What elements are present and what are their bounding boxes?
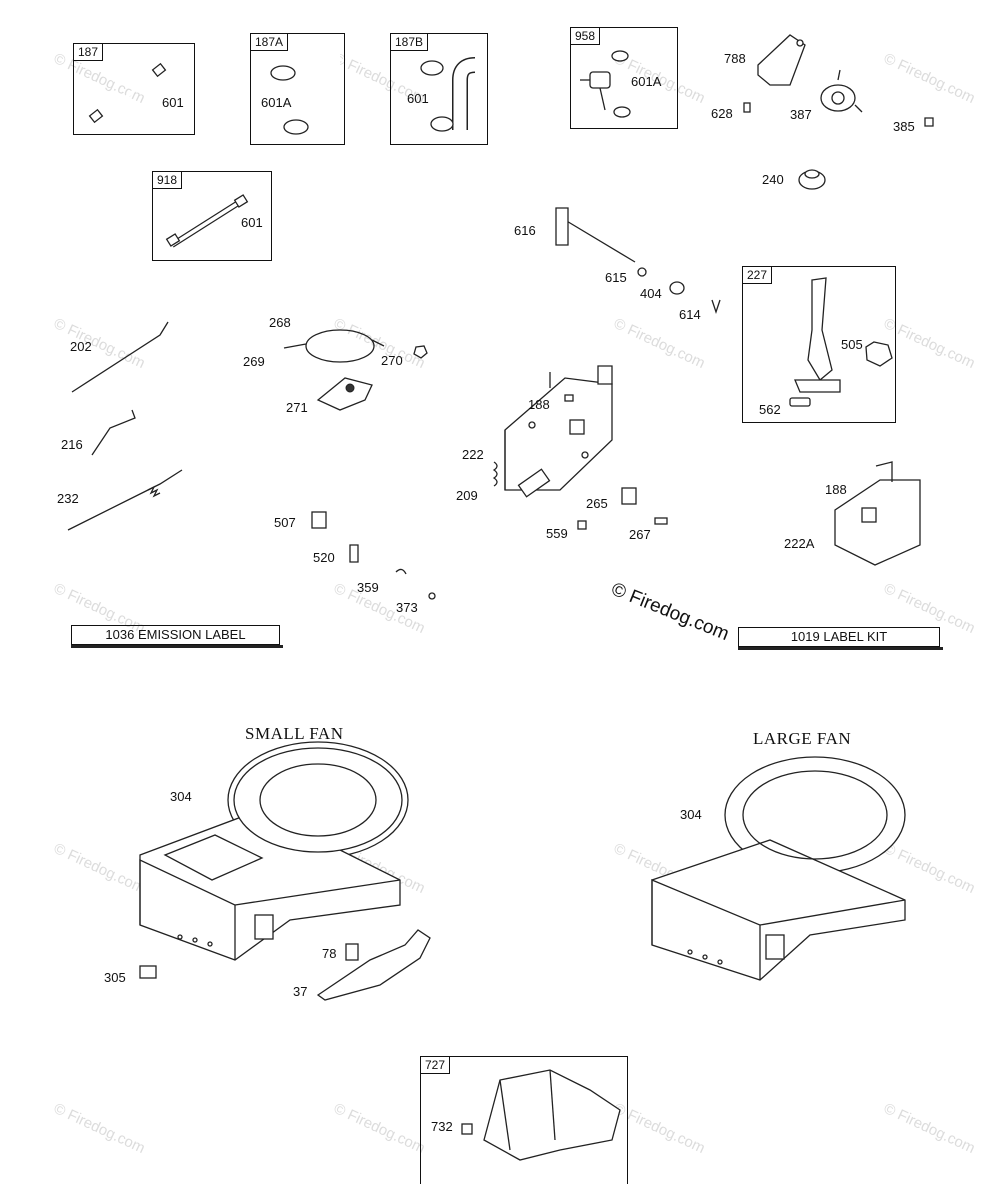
part-label: 616 [514,223,536,238]
part-label: 505 [841,337,863,352]
part-label: 269 [243,354,265,369]
emission-label-banner: 1036 EMISSION LABEL [71,625,283,648]
kit-box-187b: 187B 601 [390,33,488,145]
screw-305 [139,965,157,979]
part-label: 268 [269,315,291,330]
kit-box-918: 918 601 [152,171,272,261]
block-265 [621,487,637,505]
part-label: 559 [546,526,568,541]
bracket-788 [757,34,806,86]
washer-615 [637,267,647,277]
screw-267 [654,517,668,525]
blower-housing-small [139,741,409,961]
part-label: 188 [528,397,550,412]
kit-tag: 227 [743,267,773,284]
kit-tag: 187A [251,34,289,51]
small-fan-heading: SMALL FAN [245,724,344,743]
kit-tag: 187B [391,34,429,51]
part-label: 387 [790,107,812,122]
part-label: 520 [313,550,335,565]
spring-209 [492,461,498,487]
kit-tag: 958 [571,28,601,45]
link-202 [71,321,169,393]
air-guide-727 [461,1069,621,1161]
part-label: 601A [631,74,662,89]
fuel-elbow-187b [420,57,476,132]
bracket-271 [316,377,373,411]
part-label: 601A [261,95,292,110]
part-label: 78 [322,946,337,961]
fuel-elbow-187a [270,53,341,135]
part-label: 267 [629,527,651,542]
part-label: 270 [381,353,403,368]
screw-385 [924,117,934,127]
clip-614 [711,299,721,315]
screw-559 [577,520,587,530]
part-label: 188 [825,482,847,497]
screw-628 [743,102,751,113]
kit-box-227: 227 505 562 [742,266,896,423]
part-label: 209 [456,488,478,503]
part-label: 614 [679,307,701,322]
part-label: 304 [680,807,702,822]
control-bracket-222 [504,365,613,498]
part-label: 601 [241,215,263,230]
part-label: 359 [357,580,379,595]
part-label: 216 [61,437,83,452]
part-label: 507 [274,515,296,530]
part-label: 222 [462,447,484,462]
part-label: 305 [104,970,126,985]
nut-373 [428,592,436,600]
part-label: 222A [784,536,815,551]
part-label: 628 [711,106,733,121]
large-fan-heading: LARGE FAN [753,729,852,748]
part-label: 240 [762,172,784,187]
kit-tag: 727 [421,1057,451,1074]
part-label: 615 [605,270,627,285]
throttle-lever-227 [789,277,893,407]
kit-box-958: 958 601A [570,27,678,129]
kit-tag: 187 [74,44,104,61]
spring-232 [67,469,183,531]
fuel-line-187 [88,62,167,124]
link-216 [91,409,136,456]
screw-78 [345,943,359,961]
primer-240 [798,169,826,190]
part-label: 373 [396,600,418,615]
part-label: 385 [893,119,915,134]
part-label: 788 [724,51,746,66]
cable-268 [283,329,385,363]
kit-tag: 918 [153,172,183,189]
nut-404 [669,281,685,295]
clip-359 [395,568,407,575]
part-label: 562 [759,402,781,417]
fuel-pump-387 [820,69,863,113]
blower-housing-large [651,756,906,981]
part-label: 732 [431,1119,453,1134]
part-label: 232 [57,491,79,506]
part-label: 404 [640,286,662,301]
screw-188a [564,394,574,402]
part-label: 271 [286,400,308,415]
part-label: 601 [407,91,429,106]
kit-box-187: 187 601 [73,43,195,135]
part-label: 37 [293,984,308,999]
part-label: 304 [170,789,192,804]
baffle-37 [316,929,431,1001]
kit-box-727: 727 732 [420,1056,628,1184]
governor-shaft-616 [555,207,636,263]
shutoff-valve-958 [580,50,631,118]
clamp-507 [311,511,327,529]
part-label: 601 [162,95,184,110]
label-kit-banner: 1019 LABEL KIT [738,627,943,650]
clip-520 [349,544,359,563]
bracket-222a [834,461,921,566]
part-label: 265 [586,496,608,511]
part-label: 202 [70,339,92,354]
kit-box-187a: 187A 601A [250,33,345,145]
fuel-line-918 [165,194,249,248]
nut-270 [413,345,428,359]
